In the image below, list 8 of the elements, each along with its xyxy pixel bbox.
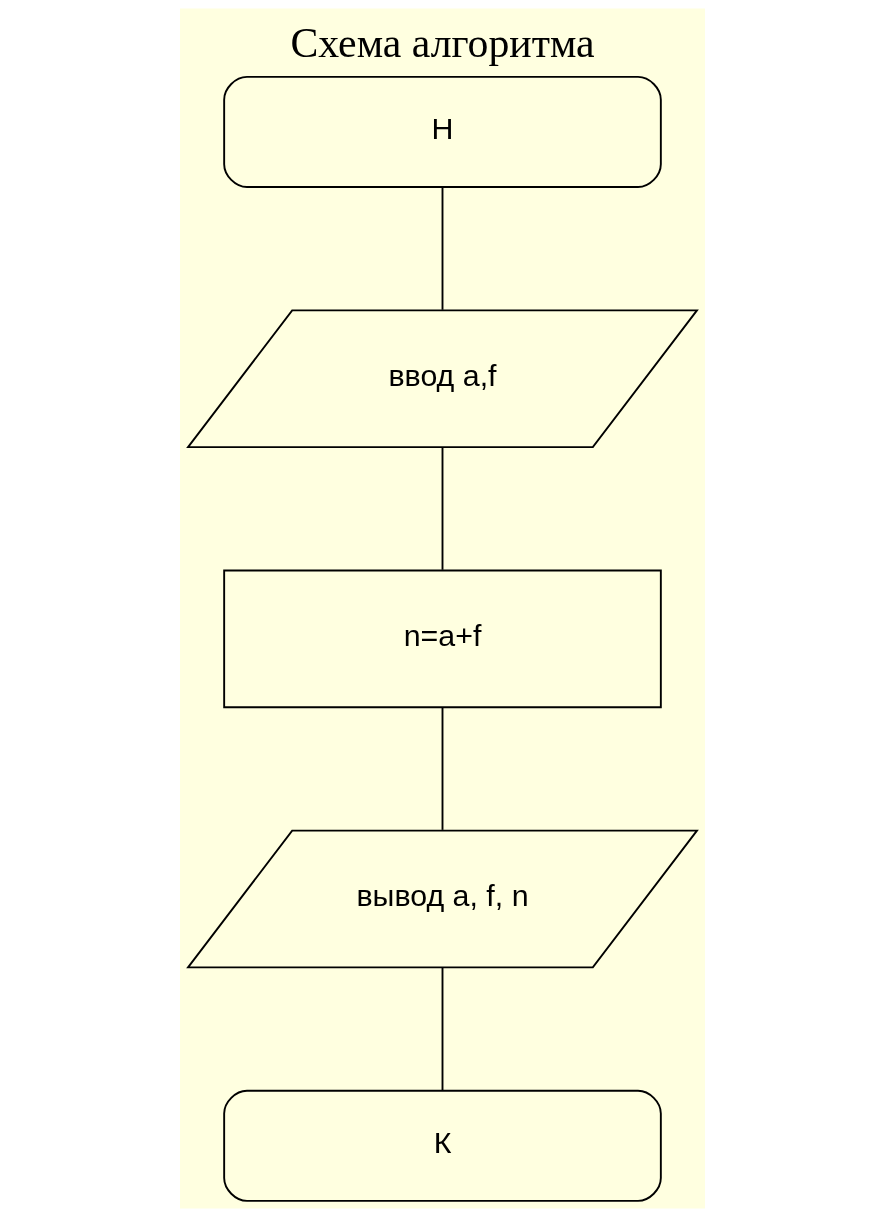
connector bbox=[441, 967, 444, 1092]
connector bbox=[441, 706, 444, 831]
connector bbox=[441, 186, 444, 311]
diagram-title: Схема алгоритма bbox=[290, 20, 595, 67]
connector bbox=[441, 446, 444, 571]
node-box: Н bbox=[223, 75, 662, 188]
node-box: n=a+f bbox=[223, 569, 662, 709]
node-box: К bbox=[223, 1089, 662, 1202]
